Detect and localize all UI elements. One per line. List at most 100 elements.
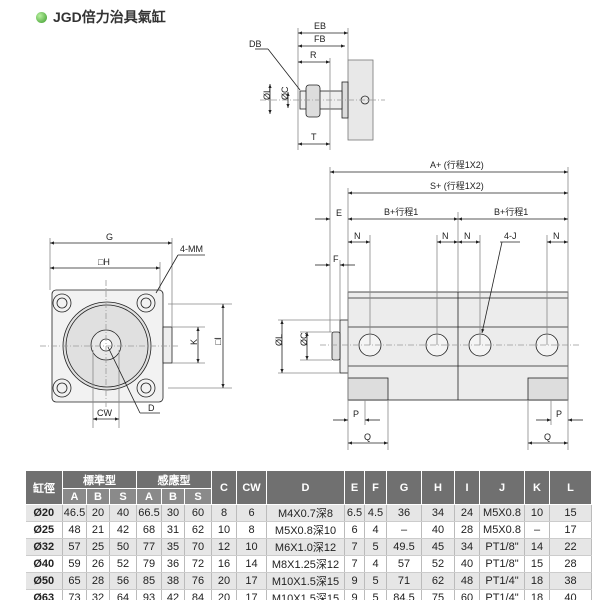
- table-cell: 62: [421, 572, 455, 590]
- table-cell: Ø50: [25, 572, 63, 590]
- table-cell: PT1/4": [479, 572, 525, 590]
- table-cell: 42: [161, 589, 185, 600]
- table-cell: 30: [161, 504, 185, 522]
- technical-drawing: EB FB R DB ØL ØC T: [40, 21, 583, 450]
- table-cell: 64: [109, 589, 137, 600]
- table-cell: 49.5: [386, 538, 422, 556]
- table-cell: 6: [344, 521, 365, 539]
- table-cell: 10: [211, 521, 237, 539]
- table-cell: 28: [454, 521, 480, 539]
- header-sen-s: S: [184, 488, 212, 505]
- table-cell: Ø25: [25, 521, 63, 539]
- label-d: D: [148, 403, 155, 413]
- table-cell: 77: [136, 538, 162, 556]
- header-f: F: [364, 470, 387, 505]
- table-cell: 10: [236, 538, 267, 556]
- header-h: H: [421, 470, 455, 505]
- table-cell: 18: [524, 589, 550, 600]
- table-cell: 60: [454, 589, 480, 600]
- table-cell: 9: [344, 589, 365, 600]
- label-l: ØL: [262, 88, 272, 100]
- table-cell: 26: [86, 555, 110, 573]
- table-cell: 79: [136, 555, 162, 573]
- label-b1: B+行程1: [384, 206, 418, 217]
- table-cell: PT1/4": [479, 589, 525, 600]
- label-4-j: 4-J: [504, 231, 517, 241]
- label-n-1: N: [354, 231, 361, 241]
- header-std-a: A: [62, 488, 87, 505]
- header-g: G: [386, 470, 422, 505]
- side-view: A+ (行程1X2) S+ (行程1X2) E B+行程1 B+行程1 N N …: [274, 159, 583, 450]
- table-cell: 4: [364, 521, 387, 539]
- table-cell: 38: [549, 572, 592, 590]
- table-cell: 25: [86, 538, 110, 556]
- label-a: A+ (行程1X2): [430, 159, 484, 170]
- table-cell: 56: [109, 572, 137, 590]
- label-b2: B+行程1: [494, 206, 528, 217]
- table-cell: 17: [236, 572, 267, 590]
- table-cell: 65: [62, 572, 87, 590]
- table-cell: 52: [421, 555, 455, 573]
- dimension-table: 缸徑 標準型 感應型 C CW D E F G H I J K L A B S …: [25, 470, 592, 600]
- label-c: ØC: [299, 332, 309, 346]
- label-c: ØC: [280, 86, 290, 100]
- table-cell: 15: [549, 504, 592, 522]
- title-text: JGD倍力治具氣缸: [53, 9, 166, 25]
- table-cell: 14: [524, 538, 550, 556]
- table-cell: 21: [86, 521, 110, 539]
- label-n-2: N: [442, 231, 449, 241]
- table-cell: 93: [136, 589, 162, 600]
- table-cell: 7: [344, 538, 365, 556]
- table-cell: M8X1.25深12: [266, 555, 345, 573]
- label-n-3: N: [464, 231, 471, 241]
- header-sen-b: B: [161, 488, 185, 505]
- product-title: JGD倍力治具氣缸: [36, 7, 166, 27]
- table-cell: M10X1.5深15: [266, 572, 345, 590]
- table-cell: 16: [211, 555, 237, 573]
- table-cell: 8: [236, 521, 267, 539]
- table-cell: 17: [236, 589, 267, 600]
- table-cell: 36: [386, 504, 422, 522]
- table-cell: 5: [364, 538, 387, 556]
- table-cell: M10X1.5深15: [266, 589, 345, 600]
- header-standard: 標準型: [62, 470, 137, 489]
- table-cell: 66.5: [136, 504, 162, 522]
- table-cell: Ø40: [25, 555, 63, 573]
- table-cell: 84: [184, 589, 212, 600]
- table-cell: 31: [161, 521, 185, 539]
- table-cell: 71: [386, 572, 422, 590]
- header-sensor: 感應型: [136, 470, 212, 489]
- table-cell: 72: [184, 555, 212, 573]
- label-g: G: [106, 232, 113, 242]
- label-fb: FB: [314, 34, 326, 44]
- rod-end-detail-view: EB FB R DB ØL ØC T: [249, 21, 385, 150]
- table-cell: 75: [421, 589, 455, 600]
- header-sen-a: A: [136, 488, 162, 505]
- table-cell: 4: [364, 555, 387, 573]
- header-e: E: [344, 470, 365, 505]
- table-cell: M5X0.8: [479, 521, 525, 539]
- table-cell: 40: [109, 504, 137, 522]
- header-l: L: [549, 470, 592, 505]
- table-cell: 34: [421, 504, 455, 522]
- table-cell: 57: [62, 538, 87, 556]
- header-std-b: B: [86, 488, 110, 505]
- table-cell: 4.5: [364, 504, 387, 522]
- label-h: □H: [98, 257, 110, 267]
- table-cell: M6X1.0深12: [266, 538, 345, 556]
- table-cell: 10: [524, 504, 550, 522]
- table-cell: M4X0.7深8: [266, 504, 345, 522]
- table-cell: 28: [549, 555, 592, 573]
- label-p-1: P: [353, 409, 359, 419]
- label-k: K: [189, 339, 199, 345]
- table-cell: 60: [184, 504, 212, 522]
- table-cell: 38: [161, 572, 185, 590]
- table-cell: 20: [211, 572, 237, 590]
- header-c: C: [211, 470, 237, 505]
- table-cell: 7: [344, 555, 365, 573]
- label-q-2: Q: [544, 432, 551, 442]
